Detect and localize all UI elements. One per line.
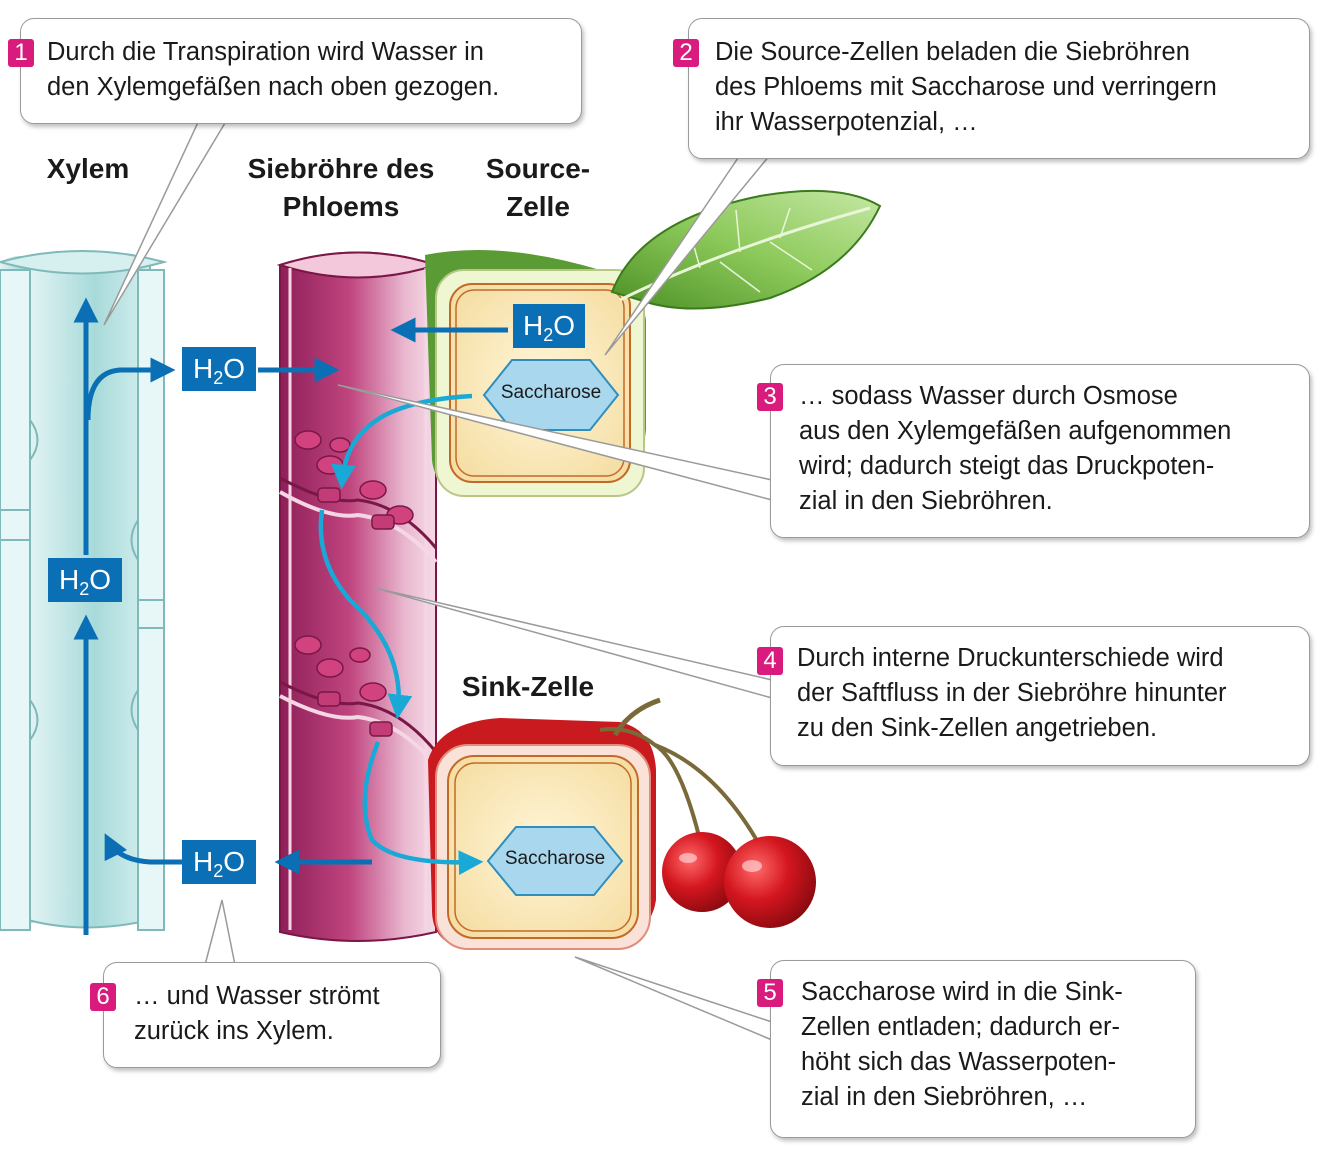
saccharose-hexagon-sink: [486, 826, 624, 896]
callout-text: Die Source-Zellen beladen die Siebröhren…: [715, 38, 1217, 136]
step-badge: 3: [757, 383, 783, 411]
callout-text: Saccharose wird in die Sink- Zellen entl…: [801, 978, 1123, 1111]
callout-1: 1 Durch die Transpiration wird Wasser in…: [8, 18, 582, 124]
saccharose-label-source: Saccharose: [500, 382, 602, 403]
sink-cell-heading: Sink-Zelle: [461, 671, 595, 702]
saccharose-label-sink: Saccharose: [504, 848, 606, 869]
sap-flow-arrow: [318, 393, 484, 876]
phloem-sieve-tube: [276, 251, 440, 942]
callout-pointers: [103, 117, 773, 1041]
phloem-heading: Siebröhre des Phloems: [247, 153, 435, 222]
step-badge: 1: [8, 39, 34, 67]
callout-3: 3 … sodass Wasser durch Osmose aus den X…: [757, 364, 1310, 538]
water-label-source: H2O: [513, 304, 585, 348]
callout-4: 4 Durch interne Druckunterschiede wird d…: [757, 626, 1310, 766]
water-label-xylem-bottom: H2O: [182, 840, 256, 884]
xylem-water-arrows: [73, 297, 182, 935]
cherry-icon: [599, 697, 816, 928]
xylem-heading: Xylem: [46, 153, 130, 184]
callout-2: 2 Die Source-Zellen beladen die Siebröhr…: [673, 18, 1310, 159]
leaf-icon: [610, 189, 882, 310]
water-arrows-phloem: [258, 317, 508, 875]
callout-text: … sodass Wasser durch Osmose aus den Xyl…: [799, 382, 1232, 515]
step-badge: 6: [90, 983, 116, 1011]
callout-5: 5 Saccharose wird in die Sink- Zellen en…: [757, 960, 1196, 1138]
callout-6: 6 … und Wasser strömt zurück ins Xylem.: [90, 962, 441, 1068]
callout-text: … und Wasser strömt zurück ins Xylem.: [134, 982, 380, 1045]
xylem-vessel: [0, 250, 168, 931]
source-cell-heading: Source- Zelle: [485, 153, 591, 222]
callout-text: Durch interne Druckunterschiede wird der…: [797, 644, 1227, 742]
step-badge: 5: [757, 979, 783, 1007]
water-label-xylem-mid: H2O: [48, 558, 122, 602]
step-badge: 4: [757, 647, 783, 675]
water-label-xylem-top: H2O: [182, 347, 256, 391]
step-badge: 2: [673, 39, 699, 67]
callout-text: Durch die Transpiration wird Wasser in d…: [47, 38, 500, 101]
